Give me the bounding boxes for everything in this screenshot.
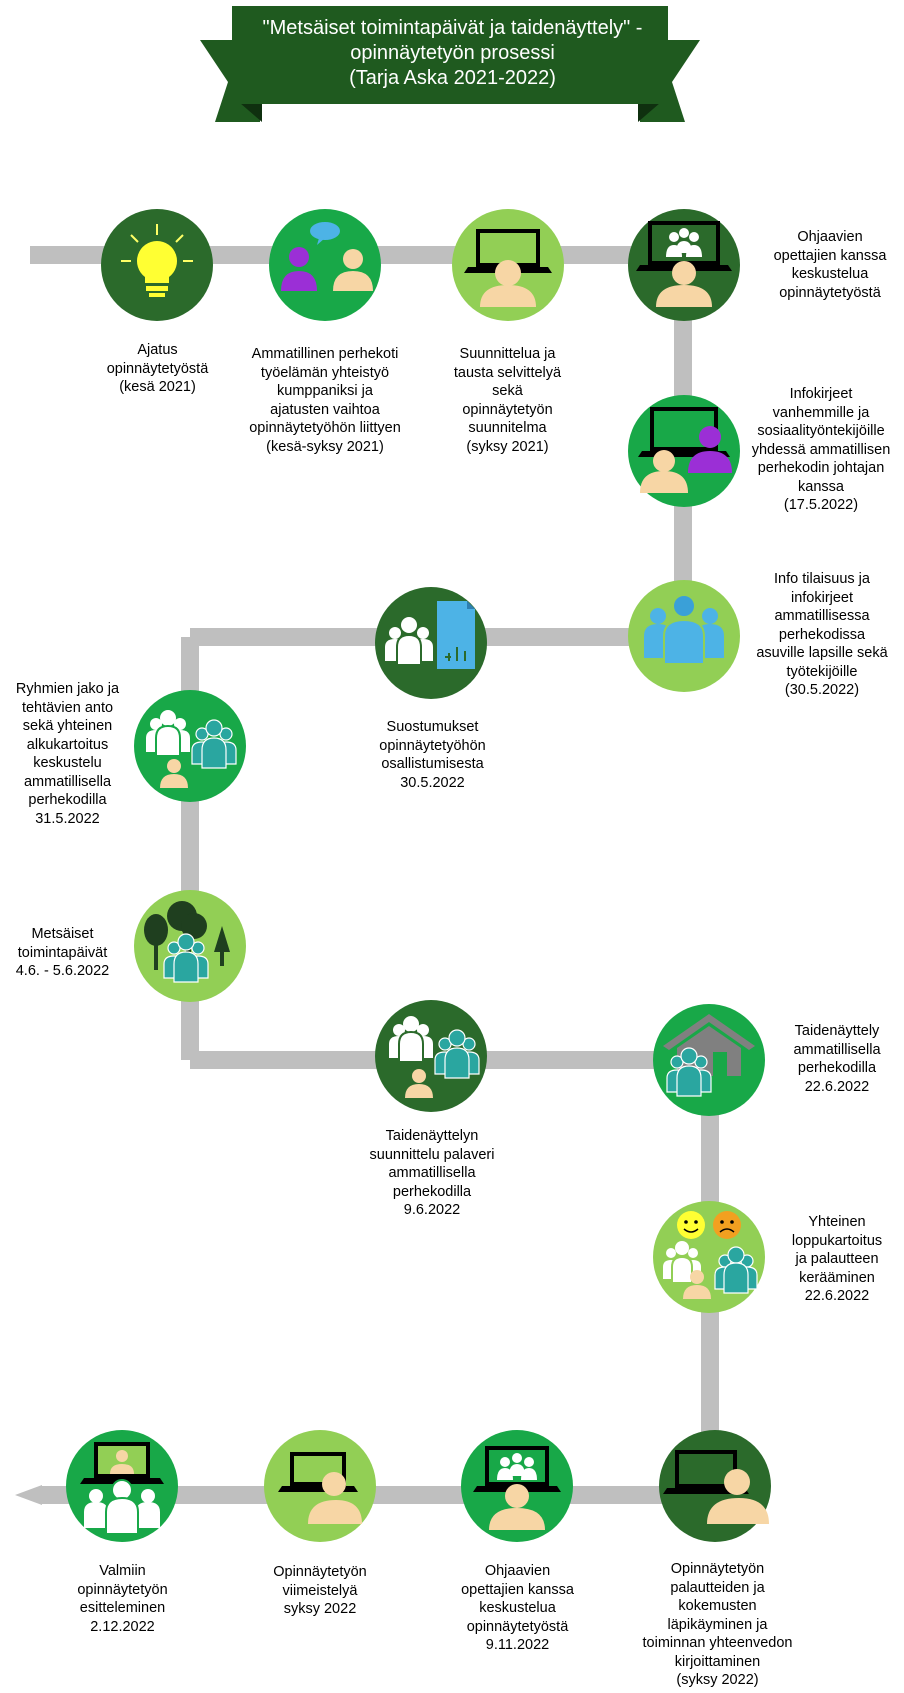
- sad-face-icon: [713, 1211, 741, 1239]
- step-label-12: Yhteinen loppukartoitus ja palautteen ke…: [791, 1214, 883, 1304]
- step-circle-7: [375, 587, 487, 699]
- lightbulb-icon: [121, 224, 193, 297]
- feedback-faces-icon: [663, 1211, 758, 1299]
- step-label-6: Info tilaisuus ja infokirjeet ammatillis…: [756, 571, 888, 698]
- laptop-user-icon: [464, 229, 552, 307]
- step-label-1: Ajatus opinnäytetyöstä (kesä 2021): [106, 342, 209, 395]
- video-meeting-icon: [473, 1446, 561, 1530]
- step-circle-16: [66, 1430, 178, 1542]
- step-label-13: Opinnäytetyön palautteiden ja kokemusten…: [642, 1561, 793, 1688]
- video-meeting-icon: [636, 221, 732, 307]
- laptop-two-users-icon: [638, 407, 732, 493]
- step-label-5: Infokirjeet vanhemmille ja sosiaalityönt…: [751, 386, 891, 513]
- step-circle-5: [628, 395, 740, 507]
- step-label-14: Ohjaavien opettajien kanssa keskustelua …: [461, 1563, 574, 1653]
- step-circle-9: [134, 890, 246, 1002]
- group-icon: [644, 594, 724, 665]
- step-circle-15: [264, 1430, 376, 1542]
- title-banner: [200, 6, 700, 122]
- step-circle-6: [628, 580, 740, 692]
- step-label-9: Metsäiset toimintapäivät 4.6. - 5.6.2022: [15, 926, 110, 979]
- step-label-3: Suunnittelua ja tausta selvittelyä sekä …: [453, 346, 562, 455]
- step-circle-11: [653, 1004, 765, 1116]
- step-label-8: Ryhmien jako ja tehtävien anto sekä yhte…: [15, 681, 120, 827]
- step-label-7: Suostumukset opinnäytetyöhön osallistumi…: [379, 719, 486, 791]
- laptop-user-icon: [663, 1450, 769, 1524]
- house-group-icon: [663, 1014, 755, 1097]
- step-circle-8: [134, 690, 246, 802]
- conversation-icon: [281, 222, 373, 291]
- step-label-11: Taidenäyttely ammatillisella perhekodill…: [793, 1023, 881, 1095]
- groups-icon: [146, 710, 237, 788]
- step-label-10: Taidenäyttelyn suunnittelu palaveri amma…: [369, 1128, 495, 1218]
- step-circle-1: [101, 209, 213, 321]
- step-circle-14: [461, 1430, 573, 1542]
- step-circle-3: [452, 209, 564, 321]
- group-document-icon: [385, 601, 475, 669]
- forest-group-icon: [144, 901, 230, 983]
- laptop-user-icon: [278, 1452, 362, 1524]
- diagram-title: "Metsäiset toimintapäivät ja taidenäytte…: [262, 17, 643, 89]
- step-label-16: Valmiin opinnäytetyön esitteleminen 2.12…: [77, 1563, 168, 1635]
- step-circle-2: [269, 209, 381, 321]
- step-circle-4: [628, 209, 740, 321]
- step-circle-13: [659, 1430, 771, 1542]
- step-label-15: Opinnäytetyön viimeistelyä syksy 2022: [273, 1564, 367, 1617]
- presentation-icon: [80, 1442, 164, 1535]
- smiley-face-icon: [677, 1211, 705, 1239]
- step-circle-10: [375, 1000, 487, 1112]
- groups-icon: [389, 1016, 480, 1098]
- step-circle-12: [653, 1201, 765, 1313]
- step-label-4: Ohjaavien opettajien kanssa keskustelua …: [773, 229, 887, 301]
- step-label-2: Ammatillinen perhekoti työelämän yhteist…: [249, 346, 401, 455]
